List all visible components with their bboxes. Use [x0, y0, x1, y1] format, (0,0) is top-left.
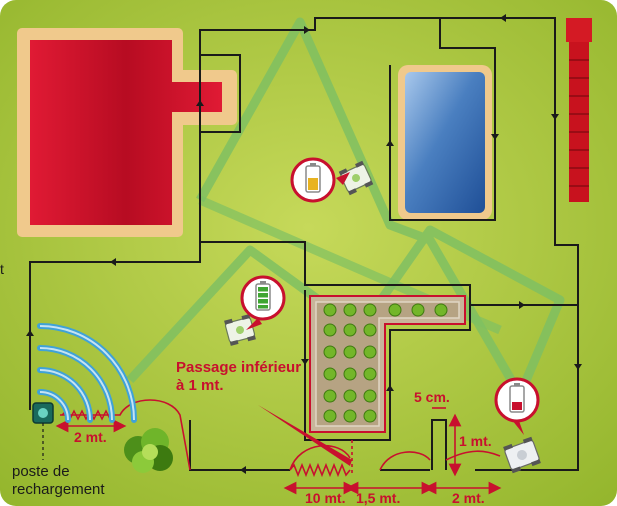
charging-station-label: poste de: [12, 463, 70, 480]
battery-full-icon: [240, 275, 286, 330]
pool: [398, 65, 492, 220]
bush-icon: [124, 428, 173, 473]
underground-passage-label: Passage inférieur: [176, 359, 301, 376]
battery-medium-icon: [290, 157, 350, 203]
cropped-edge-character: t: [0, 261, 4, 277]
guide-wire: [55, 399, 502, 495]
underground-passage-sublabel: à 1 mt.: [176, 377, 224, 394]
house: [17, 28, 237, 237]
battery-low-icon: [494, 377, 540, 435]
distance-10mt-label: 10 mt.: [305, 490, 345, 506]
height-1mt-label: 1 mt.: [459, 433, 492, 449]
distance-2mt-right-label: 2 mt.: [452, 490, 485, 506]
annotation-pointer: [258, 405, 352, 466]
distance-1-5mt-label: 1,5 mt.: [356, 490, 400, 506]
distance-2mt-left-label: 2 mt.: [74, 429, 107, 445]
charging-station-icon: [32, 402, 54, 460]
gap-5cm-label: 5 cm.: [414, 389, 450, 405]
wireless-signal-highlight: [39, 325, 135, 421]
flower-bed: [309, 295, 466, 433]
robot-mower-icon: [338, 160, 374, 196]
charging-station-sublabel: rechargement: [12, 481, 105, 498]
underground-passage: [289, 462, 351, 478]
wire-direction-arrows: [26, 14, 582, 474]
robot-mower-icon: [503, 436, 541, 474]
hedge: [566, 18, 592, 202]
